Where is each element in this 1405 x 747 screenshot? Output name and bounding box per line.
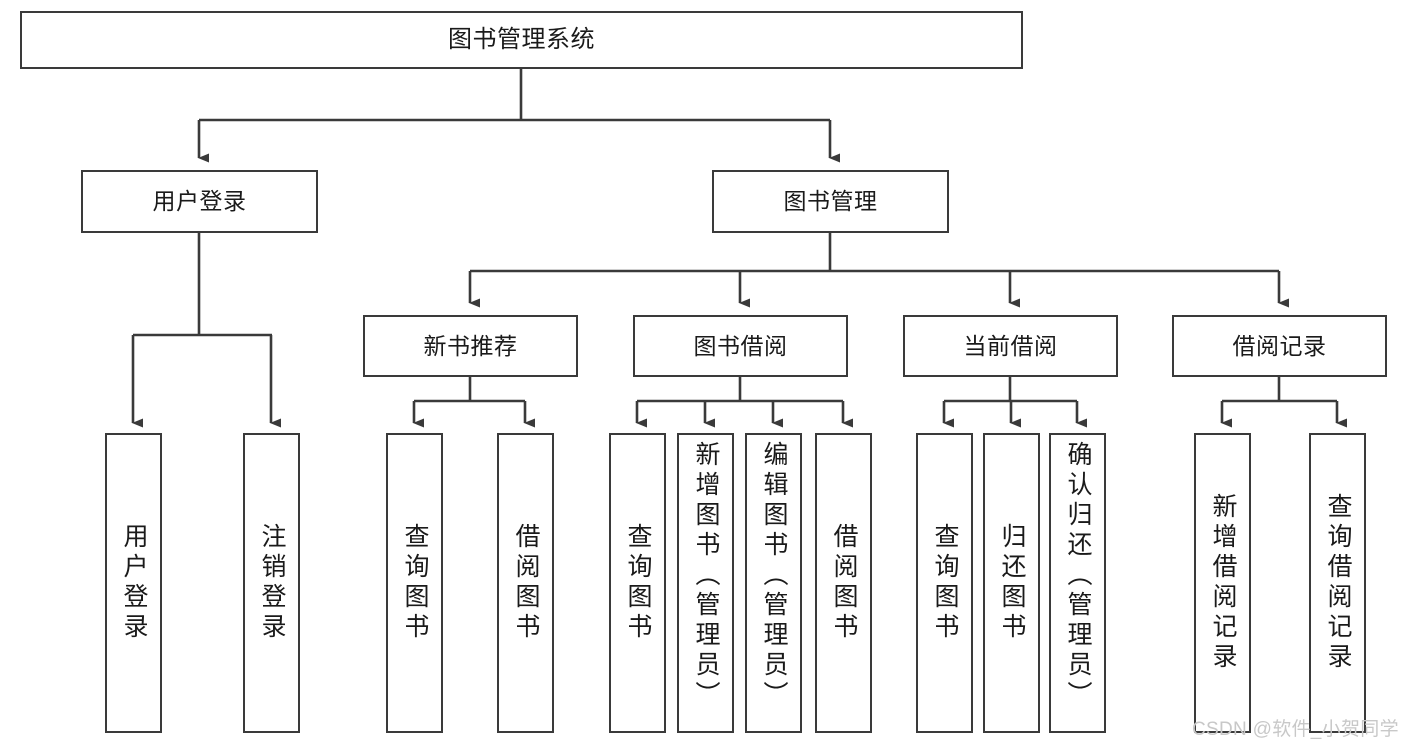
node-label: 用户登录 [120,523,148,643]
node-label: 借阅记录 [1232,332,1327,359]
leaf-borrow-record-add[interactable]: 新增借阅记录 [1194,433,1251,733]
leaf-book-borrow-edit[interactable]: 编辑图书（管理员） [745,433,802,733]
node-label: 确认归还（管理员） [1064,441,1092,711]
node-label: 借阅图书 [830,523,858,643]
node-label: 用户登录 [152,188,247,215]
node-label: 新增借阅记录 [1209,493,1237,673]
node-label: 查询图书 [624,523,652,643]
node-label: 图书借阅 [693,332,788,359]
node-label: 借阅图书 [512,523,540,643]
node-label: 图书管理 [783,188,878,215]
node-label: 编辑图书（管理员） [760,441,788,711]
node-book-borrow[interactable]: 图书借阅 [633,315,848,377]
node-label: 新书推荐 [423,332,518,359]
leaf-user-login-login[interactable]: 用户登录 [105,433,162,733]
node-label: 查询图书 [401,523,429,643]
node-label: 查询借阅记录 [1324,493,1352,673]
leaf-new-book-query[interactable]: 查询图书 [386,433,443,733]
node-label: 当前借阅 [963,332,1058,359]
node-new-book-recommend[interactable]: 新书推荐 [363,315,578,377]
node-user-login[interactable]: 用户登录 [81,170,318,233]
leaf-book-borrow-borrow[interactable]: 借阅图书 [815,433,872,733]
leaf-current-borrow-query[interactable]: 查询图书 [916,433,973,733]
leaf-book-borrow-add[interactable]: 新增图书（管理员） [677,433,734,733]
node-label: 图书管理系统 [448,26,595,54]
leaf-borrow-record-query[interactable]: 查询借阅记录 [1309,433,1366,733]
leaf-new-book-borrow[interactable]: 借阅图书 [497,433,554,733]
leaf-current-borrow-return[interactable]: 归还图书 [983,433,1040,733]
leaf-user-login-logout[interactable]: 注销登录 [243,433,300,733]
node-label: 新增图书（管理员） [692,441,720,711]
node-label: 归还图书 [998,523,1026,643]
node-borrow-record[interactable]: 借阅记录 [1172,315,1387,377]
node-label: 注销登录 [258,523,286,643]
csdn-watermark: CSDN @软件_小贺同学 [1192,719,1399,740]
leaf-book-borrow-query[interactable]: 查询图书 [609,433,666,733]
node-book-management[interactable]: 图书管理 [712,170,949,233]
leaf-current-borrow-confirm-return[interactable]: 确认归还（管理员） [1049,433,1106,733]
node-root-system[interactable]: 图书管理系统 [20,11,1023,69]
node-current-borrow[interactable]: 当前借阅 [903,315,1118,377]
node-label: 查询图书 [931,523,959,643]
